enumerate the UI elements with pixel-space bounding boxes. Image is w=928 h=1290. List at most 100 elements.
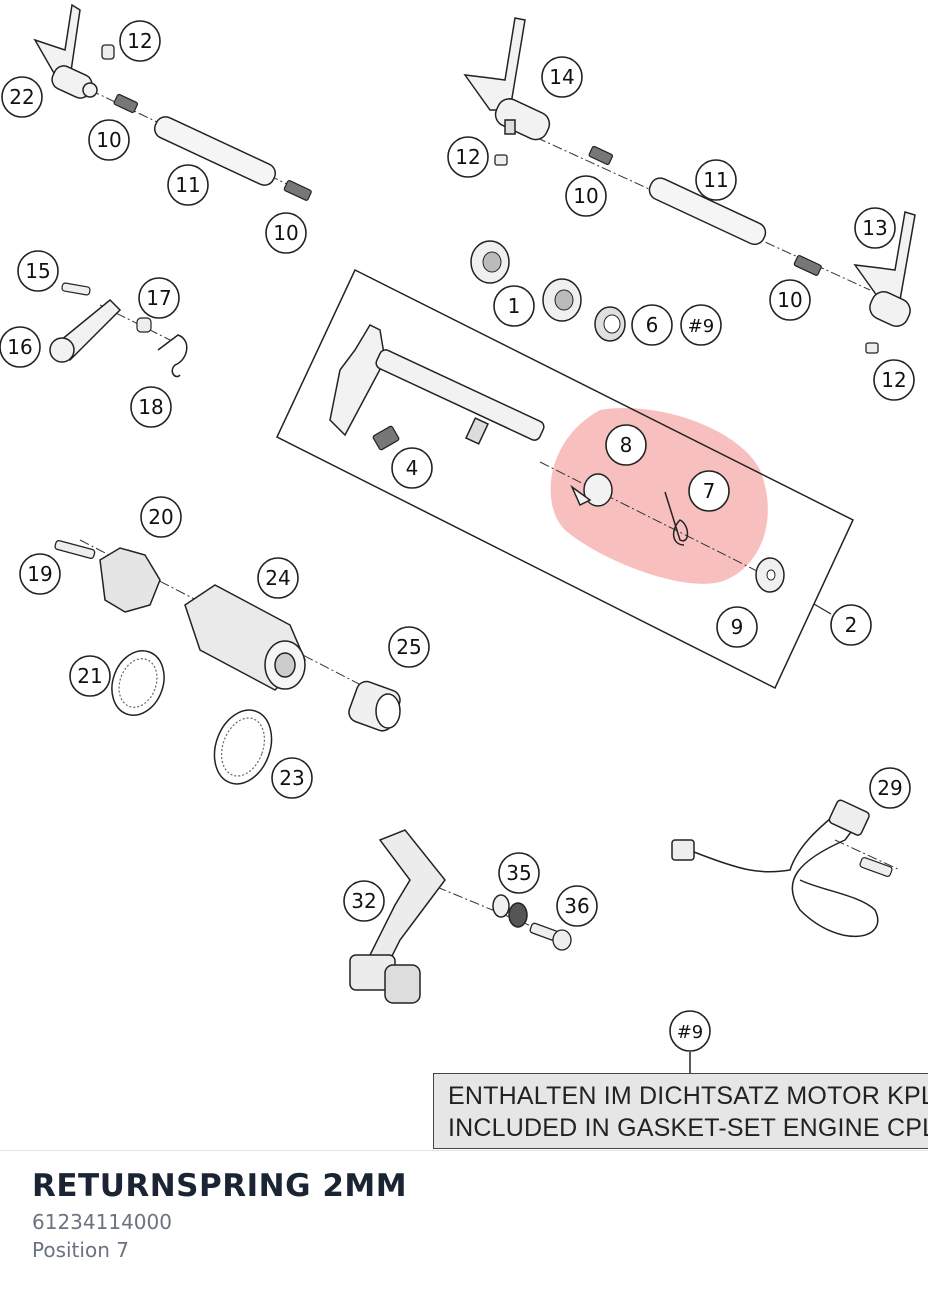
callouts (0, 20, 915, 1052)
callout-label: 2 (845, 613, 858, 637)
callout (669, 1010, 711, 1052)
callout (119, 20, 161, 62)
callout (688, 470, 730, 512)
callout-label: #9 (688, 316, 715, 337)
callout (138, 277, 180, 319)
spring-4 (372, 425, 400, 451)
callout (605, 424, 647, 466)
bolt-36 (529, 922, 572, 951)
gear-sensor-29 (671, 799, 879, 937)
shaft-11a (153, 116, 277, 186)
callout (17, 250, 59, 292)
bolt-sensor (859, 857, 893, 877)
callout-label: 1 (508, 294, 521, 318)
spring-10b (283, 180, 312, 201)
callout (695, 159, 737, 201)
callout-label: 11 (703, 168, 728, 192)
callout-label: 8 (620, 433, 633, 457)
callout (854, 207, 896, 249)
callout (0, 326, 41, 368)
callout-label: 10 (573, 184, 598, 208)
shift-shaft (329, 324, 545, 445)
callout (565, 175, 607, 217)
callout-label: 10 (777, 288, 802, 312)
callout (130, 386, 172, 428)
bearing-1a (470, 240, 510, 284)
callout-label: 16 (7, 335, 32, 359)
callout-label: 10 (96, 128, 121, 152)
shift-fork-14 (463, 17, 551, 141)
callout-label: 12 (455, 145, 480, 169)
callout (343, 880, 385, 922)
bolt-15 (61, 282, 91, 296)
callout-label: 11 (175, 173, 200, 197)
callout (869, 767, 911, 809)
shift-fork-13 (853, 211, 916, 327)
shift-drum-24 (184, 584, 306, 691)
callout (271, 757, 313, 799)
bearing-23 (213, 709, 273, 785)
callout-label: 20 (148, 505, 173, 529)
exploded-parts-diagram: 12 22 10 11 10 14 12 10 11 13 10 12 15 1… (0, 3, 916, 1073)
callout-label: 18 (138, 395, 163, 419)
spring-18 (157, 334, 188, 378)
shift-star-20 (99, 547, 161, 613)
assembly-leader (813, 603, 832, 615)
callout (556, 885, 598, 927)
part-number: 61234114000 (32, 1210, 172, 1234)
callout (88, 119, 130, 161)
callout (680, 304, 722, 346)
callout-label: 14 (549, 65, 574, 89)
drum-bearing-25 (348, 680, 401, 732)
pin-12c (865, 342, 879, 354)
callout-label: 19 (27, 562, 52, 586)
callout (167, 164, 209, 206)
callout (447, 136, 489, 178)
callout-label: 24 (265, 566, 290, 590)
pin-12a (101, 44, 115, 60)
callout-label: 23 (279, 766, 304, 790)
callout (493, 285, 535, 327)
callout-label: 13 (862, 216, 887, 240)
callout-label: 25 (396, 635, 421, 659)
note-line-de: ENTHALTEN IM DICHTSATZ MOTOR KPL. (448, 1082, 928, 1110)
callout (265, 212, 307, 254)
callout-label: 21 (77, 664, 102, 688)
spring-10a (113, 93, 139, 114)
callout-label: 36 (564, 894, 589, 918)
bushing-17 (136, 317, 152, 333)
return-spring-7 (664, 491, 689, 546)
callout-label: #9 (677, 1022, 704, 1043)
callout-label: 9 (731, 615, 744, 639)
callout (541, 56, 583, 98)
bearing-21 (111, 650, 165, 716)
gasket-set-note: ENTHALTEN IM DICHTSATZ MOTOR KPL. INCLUD… (433, 1073, 928, 1149)
callout-label: 7 (703, 479, 716, 503)
callout-label: 22 (9, 85, 34, 109)
washer-9 (755, 557, 785, 593)
callout (498, 852, 540, 894)
callout (140, 496, 182, 538)
note-line-en: INCLUDED IN GASKET-SET ENGINE CPL. (448, 1114, 928, 1142)
spring-10d (793, 255, 822, 276)
callout-label: 4 (406, 456, 419, 480)
callout-label: 29 (877, 776, 902, 800)
pin-12b (494, 154, 508, 166)
callout (873, 359, 915, 401)
callout-label: 12 (127, 29, 152, 53)
callout (391, 447, 433, 489)
callout (19, 553, 61, 595)
callout (631, 304, 673, 346)
bolt-19 (54, 539, 96, 559)
highlight-region (550, 408, 768, 584)
part-title: RETURNSPRING 2MM (32, 1168, 408, 1204)
callout (1, 76, 43, 118)
section-divider (0, 1150, 928, 1151)
callout-label: 6 (646, 313, 659, 337)
callout (716, 606, 758, 648)
callout-label: 12 (881, 368, 906, 392)
bearing-1b (542, 278, 582, 322)
shift-fork-22 (33, 3, 98, 99)
guide-8 (570, 473, 613, 507)
callout (769, 279, 811, 321)
